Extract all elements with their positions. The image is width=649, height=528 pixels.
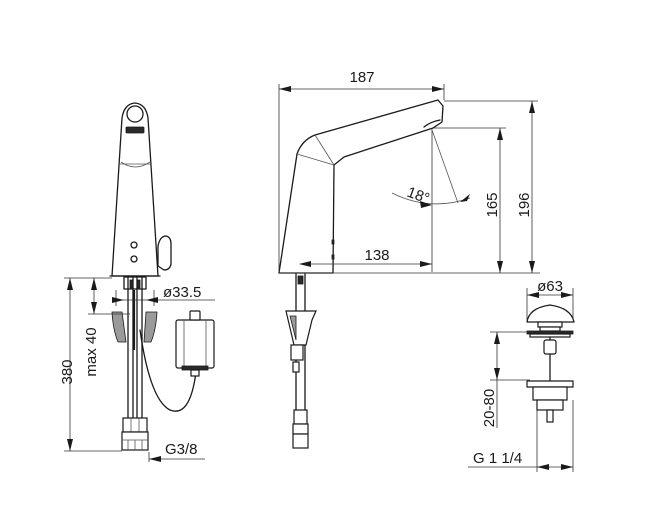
dim-total-height-side: 196 [516,192,533,217]
dim-spout-reach: 138 [364,247,389,264]
body-seam [120,161,151,168]
dim-clamp-range: 20-80 [481,389,498,427]
sensor-dot-icon [130,255,138,263]
mounting-wing-right [143,311,158,343]
dim-connection-thread: G3/8 [165,441,198,458]
shank-top [123,276,147,290]
control-box-clip [189,310,201,321]
dim-cap-diameter: ø63 [537,278,563,295]
bracket-nut [290,344,304,361]
hose-nut-side-lower [292,433,309,449]
angle-arc [391,192,471,205]
sensor-dot-icon [130,241,138,249]
aerator-icon [125,126,145,134]
dim-hole-diameter: ø33.5 [163,284,201,301]
front-view: 380 max 40 ø33.5 G3/8 [59,102,215,462]
dim-deck-thickness: max 40 [83,327,100,376]
angle-line [431,129,459,204]
waste-stem-nut [543,339,557,355]
hose-nut-side-upper [293,409,308,425]
dim-waste-thread: G 1 1/4 [473,450,522,467]
waste-body-flange [526,380,574,388]
dim-outlet-height: 165 [484,192,501,217]
waste-cap [526,304,575,323]
dim-total-height: 380 [59,359,76,384]
cable-gland [190,369,200,377]
side-view: 187 138 18° 165 196 [278,69,540,449]
spout-head-ring [126,105,144,123]
dim-spout-angle: 18° [405,184,432,208]
waste-body [532,386,568,401]
waste-view: ø63 20-80 G 1 1/4 [468,278,575,472]
temperature-lever [157,235,172,271]
outlet-aerator [423,119,441,128]
mounting-wing-left [111,311,127,343]
sensor-cable [139,329,197,412]
hose-nut-upper [122,417,148,433]
dim-spout-length: 187 [349,69,374,86]
faucet-body-front [111,102,159,277]
control-box [175,319,215,369]
faucet-body-side [278,99,444,274]
